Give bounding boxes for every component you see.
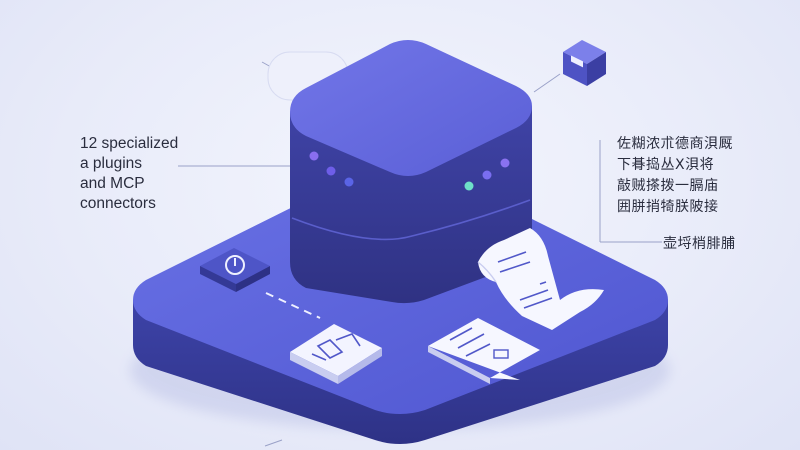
dashed-link [265, 292, 321, 319]
right-caption-line: 敲贼搽拨一膈庙 [617, 178, 719, 194]
left-caption-line: 12 specialized [80, 135, 179, 152]
right-caption-line: 囲胼捎犄朕陂接 [617, 199, 719, 215]
right-caption-footer: 壶埒梢腓脯 [663, 236, 736, 252]
image-card-icon [290, 324, 382, 384]
left-caption: 12 specialized a plugins and MCP connect… [80, 134, 280, 214]
right-caption: 佐糊浓朮德商浿厩 下朞捣丛X浿将 敲贼搽拨一膈庙 囲胼捎犄朕陂接 [617, 134, 767, 218]
right-caption-line: 下朞捣丛X浿将 [617, 157, 715, 173]
status-lights [309, 151, 510, 191]
scroll-icon [477, 228, 604, 330]
document-icon [428, 318, 540, 384]
left-caption-line: connectors [80, 195, 156, 212]
right-caption-line: 佐糊浓朮德商浿厩 [617, 136, 733, 152]
left-caption-line: a plugins [80, 155, 143, 172]
server-icon [290, 40, 532, 304]
left-caption-line: and MCP [80, 175, 145, 192]
shield-icon [200, 248, 270, 292]
cube-icon [563, 40, 606, 86]
